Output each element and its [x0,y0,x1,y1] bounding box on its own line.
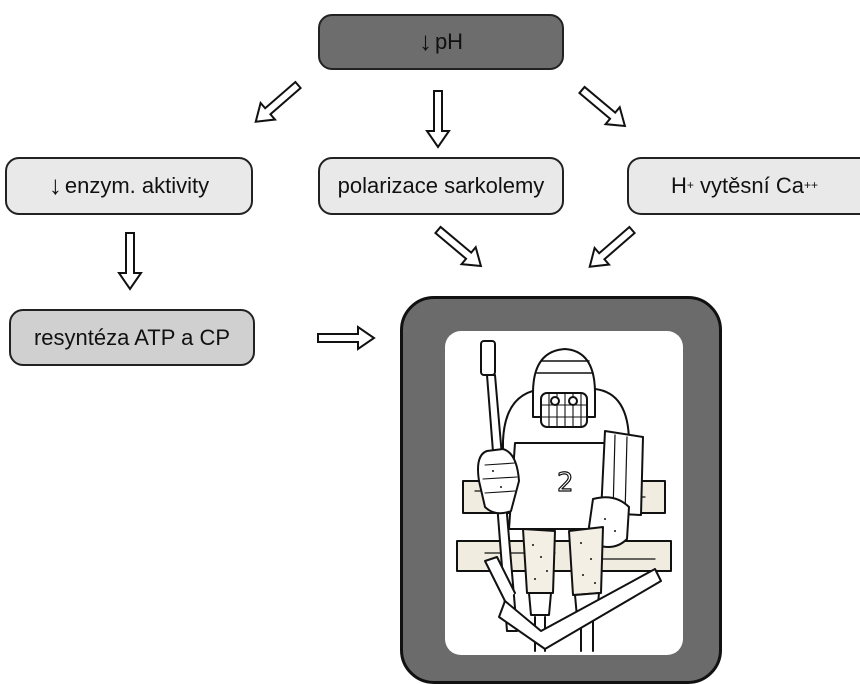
down-arrow-icon: ↓ [48,170,62,200]
node-ph-label: pH [434,29,464,54]
node-polarizace-label: polarizace sarkolemy [337,173,545,198]
arrow-calcium-to-frame [581,220,641,277]
illustration-frame: 2 [400,296,722,684]
jersey-number: 2 [557,468,574,498]
hockey-goalie-illustration: 2 [456,340,672,652]
node-ph: ↓ pH [318,14,564,70]
node-calcium-label: H+ vytěsní Ca++ [671,173,818,198]
node-calcium: H+ vytěsní Ca++ [627,157,860,215]
arrow-enzym-to-resynteza [118,232,142,290]
arrow-ph-to-calcium [573,80,633,136]
down-arrow-icon: ↓ [418,26,432,56]
arrow-ph-to-enzym [247,75,307,132]
node-resynteza: resyntéza ATP a CP [9,309,255,366]
arrow-polarizace-to-frame [429,220,489,276]
node-polarizace: polarizace sarkolemy [318,157,564,215]
illustration-panel: 2 [445,331,683,655]
arrow-resynteza-to-frame [317,326,375,350]
node-resynteza-label: resyntéza ATP a CP [33,324,231,350]
arrow-ph-to-polarizace [426,90,450,148]
node-enzym-aktivity: ↓ enzym. aktivity [5,157,253,215]
node-enzym-label: enzym. aktivity [64,173,210,198]
